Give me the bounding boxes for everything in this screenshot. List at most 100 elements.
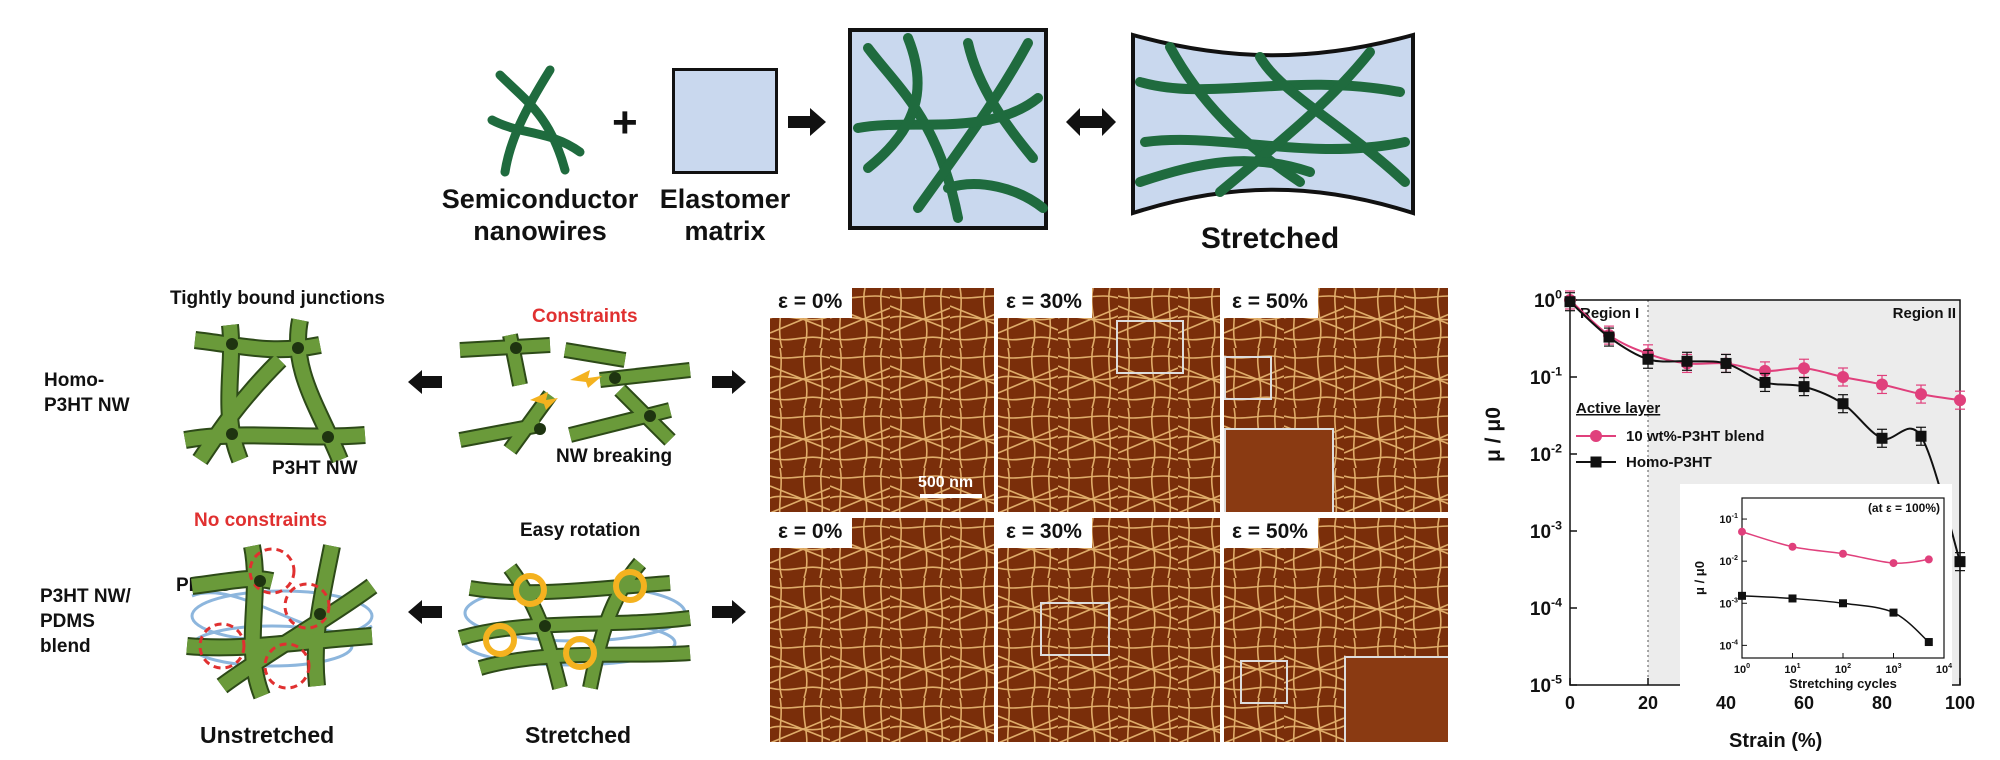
constraints-label: Constraints xyxy=(532,306,638,327)
x-tick-label: 100 xyxy=(1945,693,1975,713)
strain-tag: ε = 30% xyxy=(998,288,1092,318)
strain-tag: ε = 0% xyxy=(770,288,853,318)
right-arrow-icon xyxy=(712,600,746,624)
inset-data-point xyxy=(1738,527,1746,536)
inset-chart: 100 101 102 103 104 10-4 10-3 10-2 10-1 (at ε = 1… xyxy=(1680,484,1952,691)
strain-tag: ε = 30% xyxy=(998,518,1092,548)
x-tick-label: 60 xyxy=(1794,693,1814,713)
inset-data-point xyxy=(1738,591,1746,600)
series-line xyxy=(1569,300,1961,562)
data-point xyxy=(1876,378,1888,391)
inset-x-label: Stretching cycles xyxy=(1789,676,1897,691)
tightly-bound-label: Tightly bound junctions xyxy=(170,288,385,309)
data-point xyxy=(1837,371,1849,383)
inset-data-point xyxy=(1788,594,1797,603)
y-tick-label: 10-2 xyxy=(1530,441,1562,466)
double-arrow-icon xyxy=(1066,108,1116,136)
legend-marker xyxy=(1590,430,1602,442)
composite-square xyxy=(848,28,1048,230)
left-arrow-icon xyxy=(408,600,442,624)
data-point xyxy=(1603,331,1615,343)
data-point xyxy=(1837,398,1849,410)
inset-data-point xyxy=(1839,599,1847,608)
p3ht-nw-label: P3HT NW xyxy=(272,458,358,479)
inset-y-tick-label: 10-1 xyxy=(1719,512,1738,526)
scale-bar-label: 500 nm xyxy=(918,474,974,491)
zoom-region-box xyxy=(1116,320,1184,374)
inset-y-tick-label: 10-3 xyxy=(1719,596,1738,610)
inset-y-label: μ / μ0 xyxy=(1692,561,1707,595)
data-point xyxy=(1759,376,1771,388)
inset-y-tick-label: 10-4 xyxy=(1719,638,1738,652)
easy-rotation-label: Easy rotation xyxy=(520,520,641,541)
x-axis-label: Strain (%) xyxy=(1729,730,1823,752)
inset-x-tick-label: 100 xyxy=(1734,662,1750,676)
data-point xyxy=(1642,353,1654,365)
region-ii-label: Region II xyxy=(1893,305,1956,322)
stretched-label: Stretched xyxy=(525,722,632,748)
nanowires-icon xyxy=(487,65,585,177)
zoom-region-box xyxy=(1224,356,1272,400)
y-tick-label: 10-4 xyxy=(1530,595,1562,620)
y-tick-label: 10-3 xyxy=(1530,518,1562,543)
afm-image-homo-50: ε = 50% xyxy=(1224,288,1448,512)
region-i-label: Region I xyxy=(1580,305,1639,322)
y-tick-label: 100 xyxy=(1534,287,1562,312)
elastomer-square xyxy=(672,68,778,174)
stretched-title: Stretched xyxy=(1200,222,1340,255)
left-arrow-icon xyxy=(408,370,442,394)
zoom-inset xyxy=(1344,656,1448,742)
x-tick-label: 80 xyxy=(1872,693,1892,713)
data-point xyxy=(1798,381,1810,393)
afm-image-blend-0: ε = 0% xyxy=(770,518,994,742)
legend-label: Homo-P3HT xyxy=(1626,454,1712,471)
x-tick-label: 0 xyxy=(1565,693,1575,713)
data-point xyxy=(1954,394,1966,407)
nw-breaking-label: NW breaking xyxy=(556,446,673,467)
inset-data-point xyxy=(1889,608,1898,617)
inset-data-point xyxy=(1924,638,1933,647)
data-point xyxy=(1876,432,1888,444)
inset-data-point xyxy=(1889,559,1898,568)
right-arrow-icon xyxy=(712,370,746,394)
inset-x-tick-label: 102 xyxy=(1835,662,1851,676)
broken-network-icon xyxy=(458,333,691,455)
inset-data-point xyxy=(1924,555,1933,564)
zoom-inset xyxy=(1224,428,1334,512)
inset-x-tick-label: 104 xyxy=(1936,662,1952,676)
unstretched-label: Unstretched xyxy=(200,722,335,748)
data-point xyxy=(1798,362,1810,375)
legend-label: 10 wt%-P3HT blend xyxy=(1626,428,1764,445)
zoom-region-box xyxy=(1240,660,1288,704)
inset-y-tick-label: 10-2 xyxy=(1719,554,1738,568)
inset-frame xyxy=(1741,497,1945,659)
afm-image-homo-0: ε = 0% 500 nm xyxy=(770,288,994,512)
data-point xyxy=(1564,296,1576,308)
inset-data-point xyxy=(1839,549,1847,558)
legend-marker xyxy=(1590,456,1602,468)
data-point xyxy=(1720,357,1732,369)
stretched-composite xyxy=(1131,32,1415,216)
data-point xyxy=(1954,556,1966,568)
strain-tag: ε = 50% xyxy=(1224,518,1318,548)
x-tick-label: 20 xyxy=(1638,693,1658,713)
right-arrow-icon xyxy=(788,108,826,136)
homo-network-icon xyxy=(183,318,366,465)
data-point xyxy=(1915,388,1927,401)
scale-bar xyxy=(920,494,982,498)
plus-sign: + xyxy=(612,98,638,147)
data-point xyxy=(1915,430,1927,442)
homo-row-label: Homo-P3HT NW xyxy=(44,370,130,416)
inset-annotation: (at ε = 100%) xyxy=(1868,501,1940,515)
inset-x-tick-label: 101 xyxy=(1784,662,1800,676)
strain-tag: ε = 50% xyxy=(1224,288,1318,318)
strain-tag: ε = 0% xyxy=(770,518,853,548)
afm-image-blend-50: ε = 50% xyxy=(1224,518,1448,742)
rotation-network-icon xyxy=(457,557,691,690)
inset-x-tick-label: 103 xyxy=(1885,662,1901,676)
afm-image-homo-30: ε = 30% xyxy=(998,288,1220,512)
